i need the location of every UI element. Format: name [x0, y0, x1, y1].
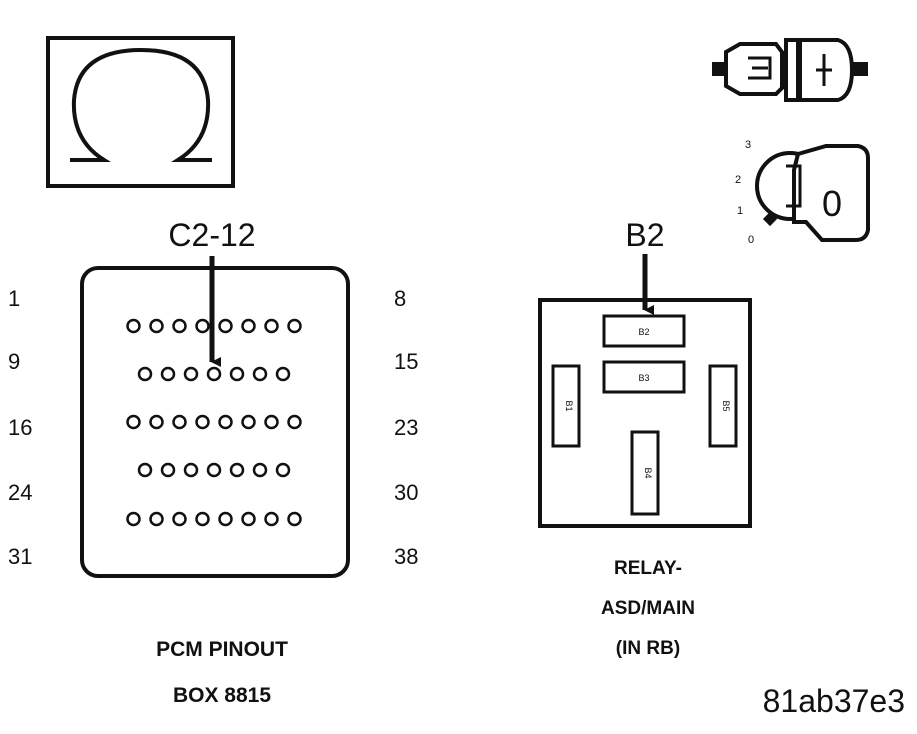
pcm-pin-36 — [241, 511, 256, 527]
pcm-pin-19 — [195, 414, 210, 430]
relay-terminal-b3-label: B3 — [638, 373, 649, 383]
pcm-row-end-2: 15 — [394, 349, 418, 374]
pcm-pointer-label: C2-12 — [168, 217, 255, 253]
pcm-pin-grid — [126, 318, 302, 527]
pcm-pin-25 — [160, 462, 176, 478]
pcm-pin-10 — [160, 366, 176, 382]
ign-pos-2: 2 — [735, 174, 741, 186]
pcm-pin-13 — [229, 366, 245, 382]
pcm-pin-1 — [126, 318, 141, 334]
ign-pos-0: 0 — [748, 234, 754, 246]
pcm-row-start-5: 31 — [8, 544, 32, 569]
ohmmeter-icon: Ω — [46, 36, 235, 188]
ign-pos-1: 1 — [737, 205, 743, 217]
pcm-pin-5 — [218, 318, 233, 334]
pcm-pin-28 — [229, 462, 245, 478]
pcm-pin-35 — [218, 511, 233, 527]
pcm-pin-3 — [172, 318, 187, 334]
pcm-pin-7 — [264, 318, 279, 334]
pcm-left-numbers: 1 9 16 24 31 — [8, 286, 32, 569]
pcm-pin-31 — [126, 511, 141, 527]
pcm-caption-line1: PCM PINOUT — [156, 638, 288, 661]
pcm-pin-18 — [172, 414, 187, 430]
relay-pointer-label: B2 — [625, 217, 664, 253]
relay-terminal-b1: B1 — [551, 364, 581, 448]
pcm-pin-2 — [149, 318, 164, 334]
pcm-pin-37 — [264, 511, 279, 527]
pcm-pin-24 — [137, 462, 153, 478]
pcm-pin-30 — [275, 462, 291, 478]
relay-terminal-b1-label: B1 — [564, 400, 574, 411]
pcm-pin-29 — [252, 462, 268, 478]
pcm-pin-8 — [287, 318, 302, 334]
pcm-row-end-3: 23 — [394, 415, 418, 440]
pcm-row-start-4: 24 — [8, 480, 32, 505]
relay-terminal-b4-label: B4 — [643, 467, 653, 478]
pcm-pin-15 — [275, 366, 291, 382]
pcm-row-end-1: 8 — [394, 286, 406, 311]
pcm-pin-14 — [252, 366, 268, 382]
pcm-pin-21 — [241, 414, 256, 430]
key-position-value: 0 — [822, 183, 842, 224]
pcm-pin-20 — [218, 414, 233, 430]
pcm-pin-11 — [183, 366, 199, 382]
pcm-row-end-4: 30 — [394, 480, 418, 505]
relay-terminal-b5-label: B5 — [721, 400, 731, 411]
pcm-pin-6 — [241, 318, 256, 334]
connector-plug-icon — [712, 38, 868, 102]
figure-id: 81ab37e3 — [763, 683, 905, 719]
relay-caption-line1: RELAY- — [614, 558, 682, 579]
ign-pos-3: 3 — [745, 139, 751, 151]
pcm-pin-4 — [195, 318, 210, 334]
pcm-pin-26 — [183, 462, 199, 478]
relay-terminal-b4: B4 — [630, 430, 660, 516]
pcm-row-start-1: 1 — [8, 286, 20, 311]
ignition-key-icon: 3 2 1 0 0 — [735, 139, 870, 246]
relay-terminal-b5: B5 — [708, 364, 738, 448]
relay-terminal-b2: B2 — [602, 314, 686, 348]
pcm-pin-34 — [195, 511, 210, 527]
pcm-pin-9 — [137, 366, 153, 382]
pcm-pin-32 — [149, 511, 164, 527]
pcm-row-start-3: 16 — [8, 415, 32, 440]
pcm-row-start-2: 9 — [8, 349, 20, 374]
pcm-pin-23 — [287, 414, 302, 430]
pcm-pin-17 — [149, 414, 164, 430]
pcm-right-numbers: 8 15 23 30 38 — [394, 286, 418, 569]
relay-caption-line3: (IN RB) — [616, 638, 680, 659]
relay-terminal-b3: B3 — [602, 360, 686, 394]
pcm-pin-16 — [126, 414, 141, 430]
pcm-pin-38 — [287, 511, 302, 527]
relay-terminal-b2-label: B2 — [638, 327, 649, 337]
pcm-pin-12 — [206, 366, 222, 382]
relay-caption-line2: ASD/MAIN — [601, 598, 695, 619]
pcm-pin-33 — [172, 511, 187, 527]
pcm-pin-22 — [264, 414, 279, 430]
pcm-pin-27 — [206, 462, 222, 478]
pcm-row-end-5: 38 — [394, 544, 418, 569]
pcm-connector-body — [80, 266, 350, 578]
pcm-caption-line2: BOX 8815 — [173, 684, 271, 707]
